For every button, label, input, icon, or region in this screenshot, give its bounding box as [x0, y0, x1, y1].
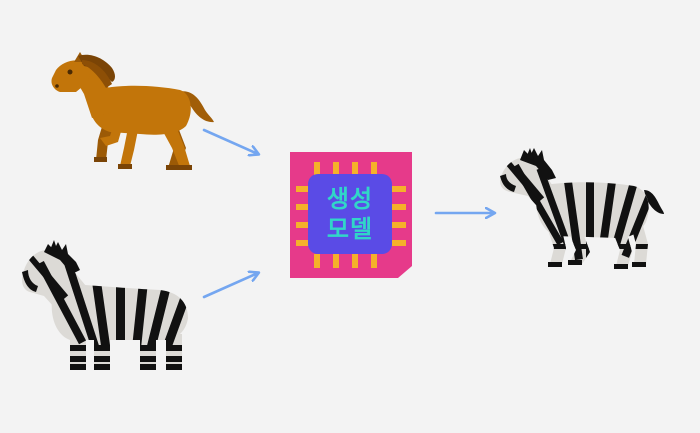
arrow-horse-to-model [202, 128, 258, 154]
chip-label-line1: 생성 [326, 185, 374, 213]
chip-label-line2: 모델 [326, 215, 374, 243]
chip-core [308, 174, 392, 254]
horse-icon [51, 52, 214, 170]
zebra-icon [500, 148, 664, 269]
arrow-zebra-to-model [202, 273, 258, 299]
zebra-icon [22, 240, 188, 370]
chip-pins [296, 162, 406, 268]
chip-icon [290, 152, 412, 278]
chip-label: 생성 모델 [309, 176, 391, 252]
